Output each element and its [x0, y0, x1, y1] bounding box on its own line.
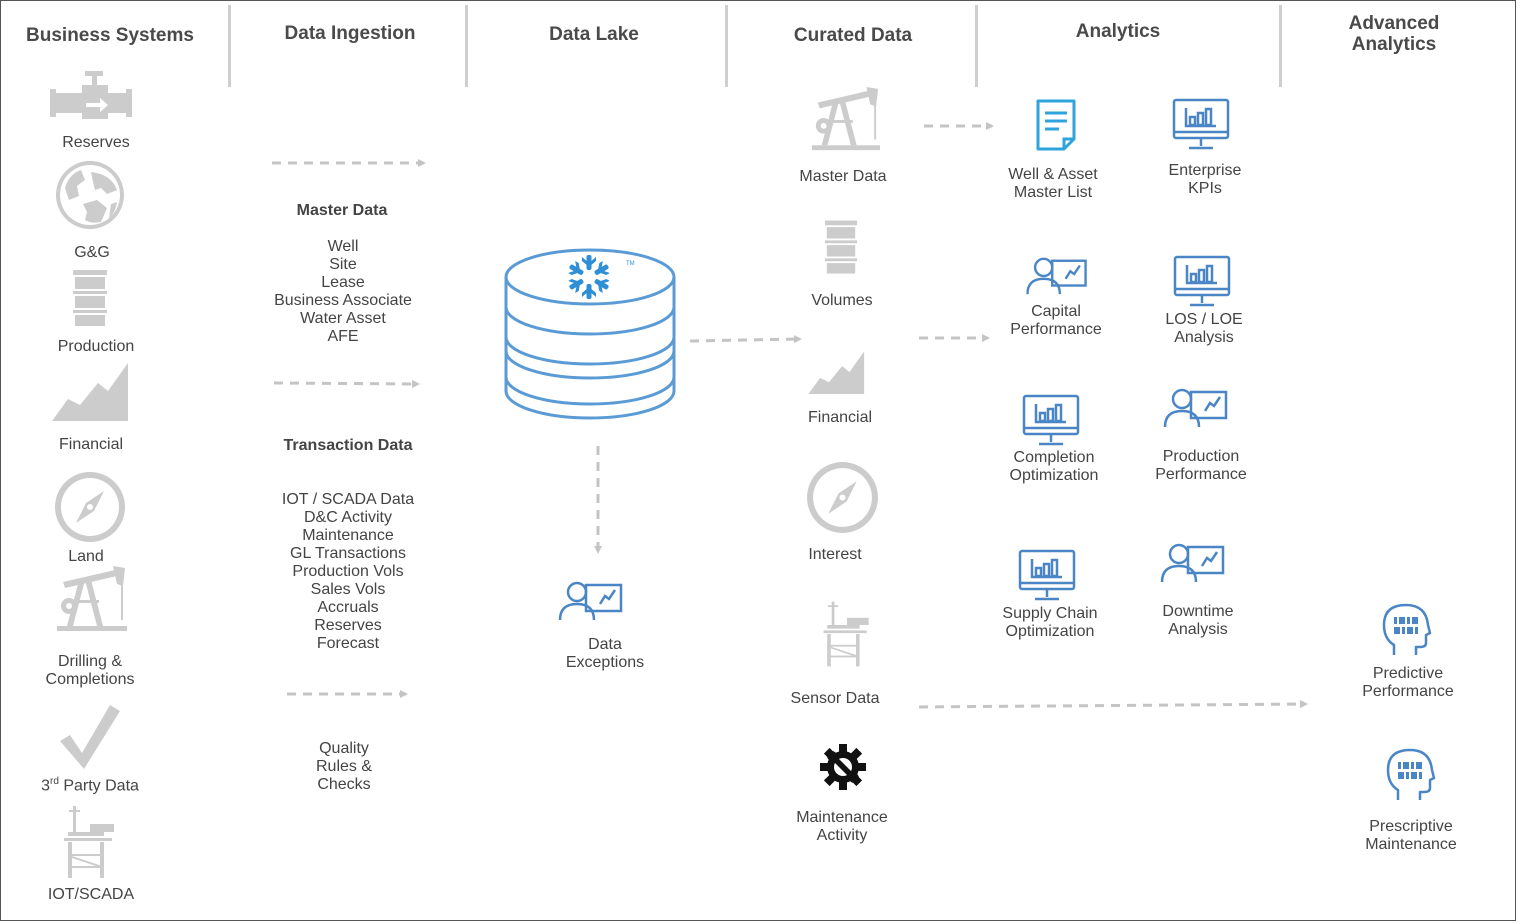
list-item: IOT / SCADA Data [281, 491, 415, 508]
offshore-rig-icon [823, 601, 869, 667]
list-item: Water Asset [300, 310, 386, 327]
valve-icon [50, 71, 132, 119]
column-separator [1279, 5, 1282, 87]
list-item: D&C Activity [303, 509, 392, 526]
label-prescriptive-maintenance: Prescriptive Maintenance [1365, 818, 1457, 853]
ai-head-icon [1382, 603, 1432, 655]
svg-text:TM: TM [626, 261, 635, 267]
header-analytics: Analytics [1075, 21, 1161, 42]
pumpjack-icon [57, 566, 127, 631]
globe-icon [56, 161, 124, 229]
ingestion-master-title: Master Data [296, 202, 388, 219]
label-curated-interest: Interest [808, 546, 862, 563]
label-downtime-analysis: Downtime Analysis [1162, 603, 1234, 638]
list-item: Reserves [314, 617, 382, 634]
label-predictive-performance: Predictive Performance [1362, 665, 1454, 700]
ai-head-icon [1386, 748, 1436, 800]
list-item: Business Associate [274, 292, 412, 309]
ingestion-quality-list: Quality Rules & Checks [284, 740, 404, 794]
label-financial: Financial [58, 436, 124, 453]
list-item: Forecast [316, 635, 380, 652]
gear-wrench-icon [820, 744, 866, 790]
list-item: Quality [319, 740, 369, 757]
list-item: Site [329, 256, 357, 273]
label-gg: G&G [74, 244, 110, 261]
document-icon [1036, 99, 1076, 151]
person-chart-icon [1160, 543, 1225, 583]
list-item: Checks [317, 776, 371, 793]
label-curated-financial: Financial [807, 409, 873, 426]
compass-icon [807, 462, 878, 533]
list-item: Well [327, 238, 359, 255]
label-curated-master-data: Master Data [799, 168, 887, 185]
list-item: AFE [327, 328, 359, 345]
header-curated-data: Curated Data [793, 25, 913, 46]
label-enterprise-kpis: Enterprise KPIs [1168, 162, 1242, 197]
label-land: Land [68, 548, 104, 565]
header-business-systems: Business Systems [26, 25, 194, 46]
label-reserves: Reserves [62, 134, 130, 151]
list-item: Accruals [317, 599, 379, 616]
area-chart-icon [808, 351, 865, 394]
barrel-icon [824, 220, 858, 274]
label-supply-chain-optimization: Supply Chain Optimization [1002, 605, 1098, 640]
label-drilling-completions: Drilling & Completions [45, 653, 135, 688]
label-third-party-data: 3rd Party Data [41, 776, 139, 795]
list-item: Lease [321, 274, 365, 291]
monitor-chart-icon [1018, 549, 1076, 601]
label-well-asset-master-list: Well & Asset Master List [1008, 166, 1098, 201]
list-item: Production Vols [292, 563, 404, 580]
label-capital-performance: Capital Performance [1010, 303, 1102, 338]
ingestion-master-list: Well Site Lease Business Associate Water… [243, 238, 443, 346]
person-chart-icon [558, 581, 623, 621]
ingestion-transaction-list: IOT / SCADA Data D&C Activity Maintenanc… [248, 491, 448, 653]
header-data-ingestion: Data Ingestion [284, 23, 416, 44]
area-chart-icon [52, 363, 128, 421]
column-separator [975, 5, 978, 87]
column-separator [228, 5, 231, 87]
compass-icon [55, 472, 125, 542]
list-item: Sales Vols [310, 581, 386, 598]
person-chart-icon [1026, 257, 1087, 295]
person-chart-icon [1163, 388, 1228, 428]
column-separator [465, 5, 468, 87]
monitor-chart-icon [1173, 255, 1231, 307]
label-los-loe-analysis: LOS / LOE Analysis [1165, 311, 1243, 346]
header-advanced-analytics: Advanced Analytics [1348, 13, 1440, 55]
monitor-chart-icon [1022, 394, 1080, 446]
pumpjack-icon [811, 86, 880, 151]
list-item: Maintenance [302, 527, 394, 544]
offshore-rig-icon [64, 806, 114, 878]
column-separator [725, 5, 728, 87]
database-snowflake-icon: TM [504, 248, 676, 420]
label-production: Production [57, 338, 135, 355]
list-item: Rules & [315, 758, 373, 775]
header-data-lake: Data Lake [549, 24, 639, 45]
monitor-chart-icon [1172, 98, 1230, 150]
checkmark-icon [60, 705, 120, 769]
barrel-icon [73, 270, 107, 326]
label-completion-optimization: Completion Optimization [1009, 449, 1099, 484]
ingestion-transaction-title: Transaction Data [283, 437, 413, 454]
label-curated-sensor-data: Sensor Data [790, 690, 880, 707]
label-production-performance: Production Performance [1155, 448, 1247, 483]
label-data-exceptions: Data Exceptions [565, 636, 645, 671]
label-iot-scada: IOT/SCADA [47, 886, 135, 903]
label-curated-volumes: Volumes [811, 292, 873, 309]
list-item: GL Transactions [290, 545, 406, 562]
label-curated-maintenance-activity: Maintenance Activity [796, 809, 888, 844]
